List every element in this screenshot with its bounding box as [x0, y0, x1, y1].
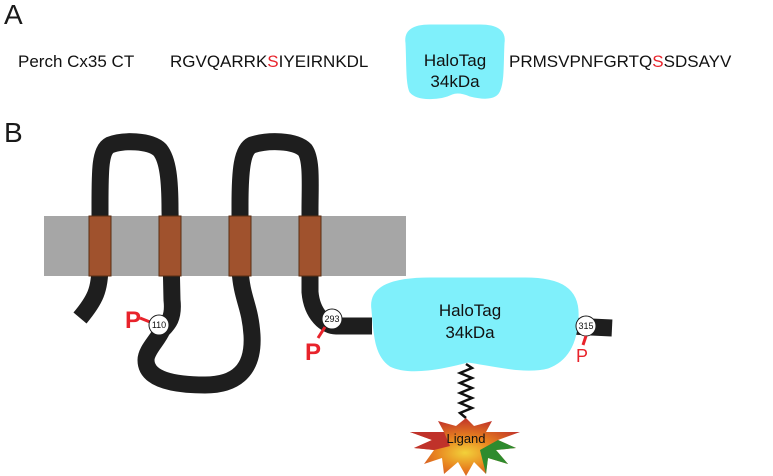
panel-b-label: B — [4, 117, 23, 148]
halotag-a-mass: 34kDa — [430, 72, 480, 91]
transmembrane-segment-3 — [228, 215, 252, 277]
sequence-segment-2: PRMSVPNFGRTQSSDSAYV — [509, 52, 732, 71]
sequence-2-phospho-residue: S — [652, 52, 663, 71]
transmembrane-segment-1 — [88, 215, 112, 277]
site-293-badge — [321, 308, 343, 330]
halotag-blob-a — [405, 24, 505, 100]
transmembrane-segment-4 — [298, 215, 322, 277]
site-315-phospho-mark: P — [576, 346, 588, 366]
halotag-a-name: HaloTag — [424, 51, 486, 70]
site-293-phospho-mark: P — [305, 339, 321, 366]
panel-a-label: A — [4, 0, 23, 30]
ligand-burst — [410, 418, 520, 476]
ligand-label: Ligand — [446, 431, 485, 446]
site-110-number: 110 — [152, 320, 166, 330]
phospho-link-110 — [139, 316, 151, 324]
sequence-1-phospho-residue: S — [267, 52, 278, 71]
construct-name: Perch Cx35 CT — [18, 52, 134, 71]
site-110-badge — [148, 314, 170, 336]
phospho-link-315 — [581, 335, 588, 346]
sequence-1-pre: RGVQARRK — [170, 52, 268, 71]
transmembrane-segment-2 — [158, 215, 182, 277]
halotag-b-mass: 34kDa — [445, 323, 495, 342]
sequence-segment-1: RGVQARRKSIYEIRNKDL — [170, 52, 368, 71]
sequence-1-post: IYEIRNKDL — [279, 52, 369, 71]
phospho-link-293 — [316, 326, 327, 339]
protein-backbone — [73, 133, 372, 394]
sequence-2-post: SDSAYV — [664, 52, 732, 71]
site-110-phospho-mark: P — [125, 307, 141, 334]
site-293-number: 293 — [324, 314, 339, 324]
sequence-2-pre: PRMSVPNFGRTQ — [509, 52, 652, 71]
halotag-b-name: HaloTag — [439, 301, 501, 320]
ligand-linker — [456, 362, 476, 419]
halotag-blob-b — [371, 277, 579, 372]
site-315-number: 315 — [578, 321, 593, 331]
